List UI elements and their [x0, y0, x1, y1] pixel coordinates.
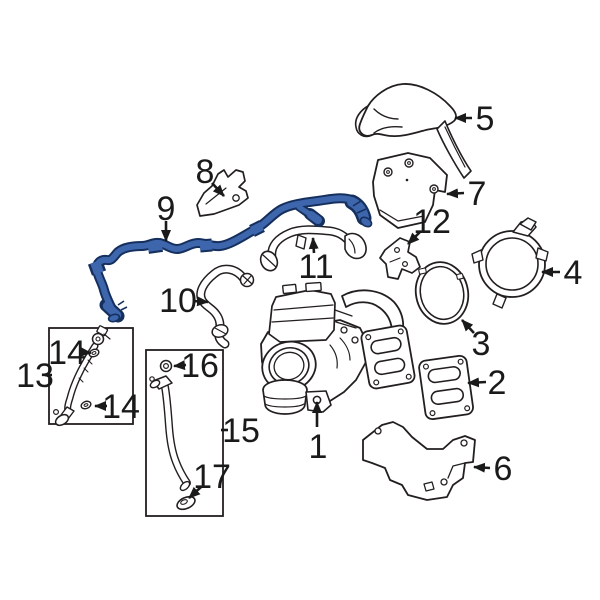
callout-6-arrow	[473, 462, 491, 473]
callout-7-arrow	[446, 188, 465, 199]
callout-14-label[interactable]: 14	[102, 388, 140, 426]
part-9-coolant-line-highlighted[interactable]	[87, 193, 373, 323]
callout-9-label[interactable]: 9	[157, 190, 176, 228]
part-6-lower-bracket[interactable]	[362, 421, 476, 501]
callout-17-label[interactable]: 17	[193, 458, 231, 496]
part-4-vband-clamp[interactable]	[471, 217, 549, 309]
part-2-gasket[interactable]	[418, 354, 474, 421]
callout-5-label[interactable]: 5	[476, 100, 495, 138]
callout-2-arrow	[467, 377, 487, 388]
callout-6-label[interactable]: 6	[494, 450, 513, 488]
part-13-box-outline	[48, 327, 134, 425]
part-15-box-drain-tube[interactable]	[145, 349, 224, 517]
callout-15-label[interactable]: 15	[222, 412, 260, 450]
part-7-shield-bracket[interactable]	[372, 152, 448, 229]
callout-10-label[interactable]: 10	[159, 282, 197, 320]
callout-12-arrow	[407, 230, 422, 245]
callout-17-arrow	[188, 486, 202, 499]
callout-8-arrow	[211, 182, 225, 197]
callout-11-arrow	[308, 237, 319, 254]
callout-16-label[interactable]: 16	[181, 347, 219, 385]
part-11-coolant-pipe[interactable]	[258, 225, 367, 274]
callout-14-arrow	[79, 346, 92, 357]
callout-12-label[interactable]: 12	[413, 203, 451, 241]
part-12-bracket[interactable]	[379, 237, 421, 280]
part-3-oring[interactable]	[410, 257, 474, 328]
callout-11-label[interactable]: 11	[298, 248, 333, 286]
callout-3-label[interactable]: 3	[472, 325, 491, 363]
callout-14-label[interactable]: 14	[48, 334, 86, 372]
part-5-heat-shield[interactable]	[354, 83, 472, 179]
part-10-coolant-hose[interactable]	[196, 264, 255, 349]
part-13-box-oil-line[interactable]	[48, 325, 134, 427]
callout-7-label[interactable]: 7	[468, 175, 487, 213]
part-1-turbocharger[interactable]	[256, 281, 416, 415]
callout-1-label[interactable]: 1	[309, 428, 328, 466]
callout-8-label[interactable]: 8	[196, 153, 215, 191]
callout-16-arrow	[173, 360, 187, 371]
callout-10-arrow	[192, 296, 209, 307]
callout-2-label[interactable]: 2	[488, 364, 507, 402]
callout-4-label[interactable]: 4	[564, 254, 583, 292]
callout-13-label[interactable]: 13	[16, 357, 54, 395]
callout-3-arrow	[461, 319, 475, 334]
